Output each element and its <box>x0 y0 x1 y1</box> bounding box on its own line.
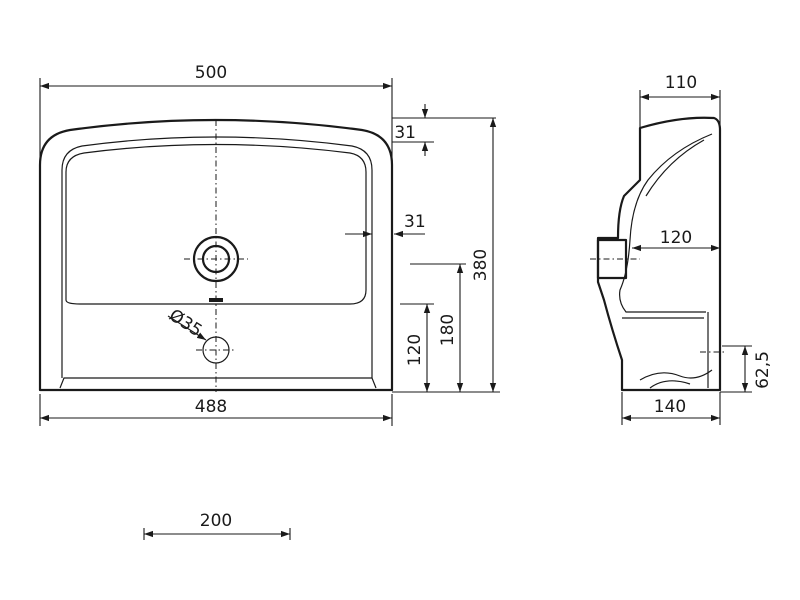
dim-drain-height: 62,5 <box>753 351 773 389</box>
basin-bowl-outline <box>65 143 367 305</box>
dim-height-drain: 120 <box>405 334 425 366</box>
side-outer-profile <box>596 116 722 392</box>
side-drain-detail <box>639 369 713 381</box>
dim-width-top: 500 <box>195 63 227 83</box>
dim-depth-top: 110 <box>665 73 697 93</box>
side-view: 110 120 140 62,5 <box>590 73 773 425</box>
basin-inner-outline <box>61 136 373 378</box>
dim-width-bottom: 488 <box>195 397 227 417</box>
side-bowl-curve <box>619 133 713 313</box>
front-view: Ø35 500 488 31 31 380 180 120 <box>38 63 500 426</box>
basin-front-lip <box>59 377 377 389</box>
scale-bar: 200 <box>143 511 291 540</box>
overflow-slot <box>209 298 223 302</box>
dim-rim-top: 31 <box>394 123 416 143</box>
side-bowl-curve-inner <box>645 139 705 197</box>
dim-depth-base: 140 <box>654 397 686 417</box>
dim-rim-side: 31 <box>404 212 426 232</box>
basin-outer-outline <box>38 118 394 392</box>
dim-height-tap: 180 <box>438 314 458 346</box>
scale-bar-label: 200 <box>200 511 232 531</box>
tap-hole <box>184 235 248 283</box>
dim-depth-bowl: 120 <box>660 228 692 248</box>
dim-height-total: 380 <box>471 249 491 281</box>
drain-hole <box>196 336 236 364</box>
